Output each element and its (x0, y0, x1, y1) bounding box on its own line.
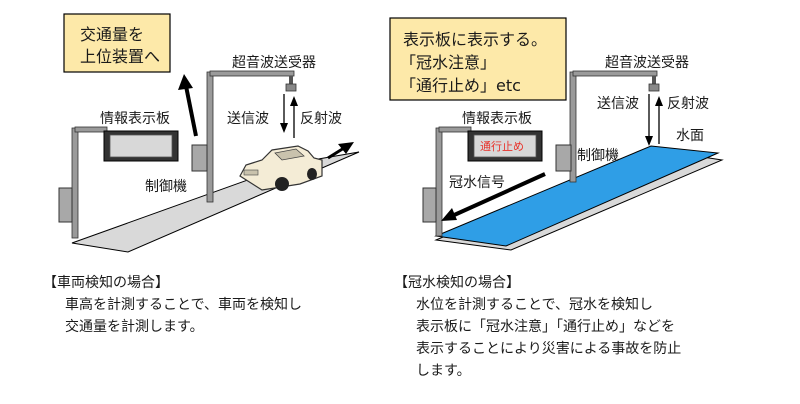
upload-arrow-icon (178, 74, 198, 137)
caption-line: 水位を計測することで、冠水を検知し (416, 297, 654, 313)
sensor-label: 超音波送受器 (605, 54, 689, 71)
traffic-callout: 交通量を 上位装置へ (63, 13, 171, 73)
caption-title: 【冠水検知の場合】 (394, 275, 520, 291)
caption-line: 表示することにより災害による事故を防止 (416, 341, 682, 357)
car-icon (239, 145, 323, 191)
reflect-wave-label: 反射波 (300, 111, 342, 127)
caption-line: 表示板に「冠水注意」「通行止め」などを (416, 319, 675, 335)
sensor-pole (569, 70, 658, 183)
water-surface (434, 145, 720, 247)
caption-line: します。 (416, 363, 471, 379)
caption-line: 車高を計測することで、車両を検知し (65, 297, 303, 313)
sign-label: 情報表示板 (462, 111, 532, 127)
transmit-wave-arrow-icon (280, 94, 288, 133)
sensor-pole (206, 70, 295, 203)
sign-label: 情報表示板 (100, 111, 170, 127)
flood-signal-arrow-icon (441, 172, 546, 221)
caption-title: 【車両検知の場合】 (43, 275, 169, 291)
sensor-label: 超音波送受器 (232, 54, 316, 71)
callout-text-line2: 「冠水注意」 (400, 53, 496, 72)
caption-line: 交通量を計測します。 (65, 319, 204, 335)
transmit-wave-label: 送信波 (227, 111, 269, 127)
water-surface-label: 水面 (676, 128, 704, 144)
controller-box-icon (58, 144, 208, 223)
vehicle-direction-arrow-icon (327, 142, 354, 160)
reflect-wave-label: 反射波 (667, 96, 709, 112)
sign-pole (71, 126, 108, 239)
callout-text-line2: 上位装置へ (80, 47, 160, 66)
reflect-wave-arrow-icon (290, 96, 298, 138)
info-sign-board: 通行止め (467, 130, 543, 162)
display-callout: 表示板に表示する。 「冠水注意」 「通行止め」etc (389, 17, 567, 101)
sign-display-text: 通行止め (480, 140, 524, 153)
sign-pole (435, 126, 472, 237)
callout-text-line3: 「通行止め」etc (400, 76, 521, 95)
flood-signal-label: 冠水信号 (449, 175, 505, 191)
controller-label: 制御機 (145, 179, 187, 195)
ultrasonic-sensor-icon (648, 83, 660, 92)
vehicle-detection-panel: 交通量を 上位装置へ 超音波送受器 情報表示板 送信波 反射波 制御機 (58, 13, 360, 253)
ultrasonic-sensor-icon (285, 83, 297, 92)
callout-text-line1: 表示板に表示する。 (403, 30, 547, 49)
transmit-wave-arrow-icon (645, 94, 653, 146)
info-sign-board (103, 130, 179, 162)
flood-detection-panel: 通行止め 表示板に表示する。 「冠水注意」 「通行止め」etc (389, 17, 724, 251)
callout-text-line1: 交通量を (80, 25, 144, 44)
flood-detection-caption: 【冠水検知の場合】 水位を計測することで、冠水を検知し 表示板に「冠水注意」「通… (394, 272, 774, 382)
reflect-wave-arrow-icon (655, 96, 663, 144)
vehicle-detection-caption: 【車両検知の場合】 車高を計測することで、車両を検知し 交通量を計測します。 (43, 272, 383, 338)
controller-box-icon (422, 144, 572, 223)
controller-label: 制御機 (577, 148, 619, 164)
transmit-wave-label: 送信波 (597, 96, 639, 112)
